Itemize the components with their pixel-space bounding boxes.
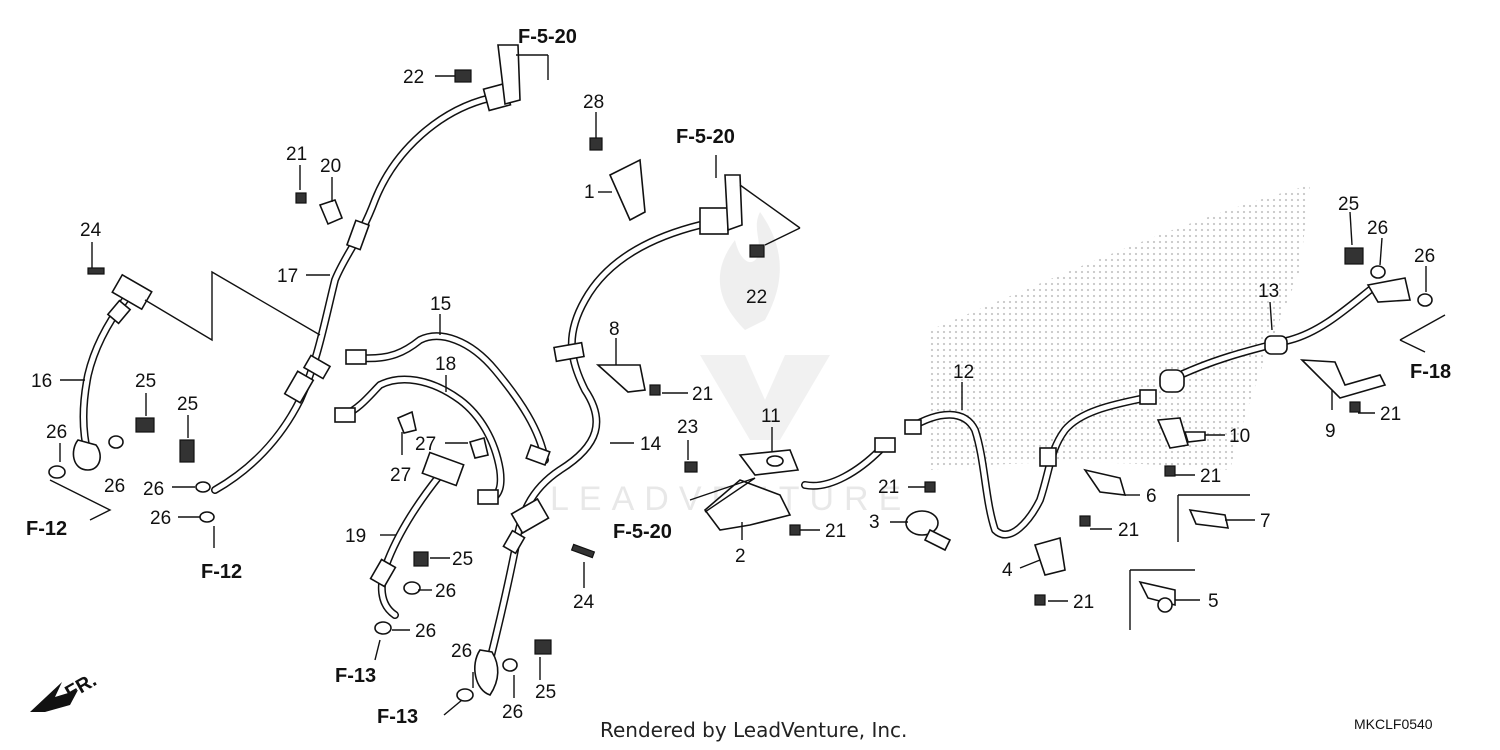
hose-15[interactable] — [345, 332, 551, 467]
callout-25b: 25 — [177, 394, 198, 415]
callout-10: 10 — [1229, 426, 1250, 447]
callout-5: 5 — [1208, 591, 1219, 612]
ref-f-12-left: F-12 — [26, 518, 67, 540]
clamp-part-10[interactable] — [1156, 417, 1206, 449]
callout-8: 8 — [609, 319, 620, 340]
callout-16: 16 — [31, 371, 52, 392]
callout-24b: 24 — [573, 592, 595, 613]
ref-f-5-20-lower: F-5-20 — [613, 521, 672, 543]
clamp-part-5[interactable] — [1138, 580, 1176, 613]
leader-lines — [49, 54, 1446, 716]
hose-12[interactable] — [801, 389, 1157, 539]
clip-part-20[interactable] — [318, 199, 344, 226]
callout-24a: 24 — [80, 220, 102, 241]
callout-26g: 26 — [451, 641, 472, 662]
callout-26d: 26 — [150, 508, 171, 529]
ref-f-12-center: F-12 — [201, 561, 242, 583]
callout-1: 1 — [584, 182, 595, 203]
diagram-code: MKCLF0540 — [1354, 716, 1433, 732]
callout-21g: 21 — [1073, 592, 1094, 613]
callout-26f: 26 — [415, 621, 436, 642]
callout-20: 20 — [320, 156, 341, 177]
hose-13[interactable] — [1159, 277, 1411, 393]
callout-14: 14 — [640, 434, 662, 455]
callout-25c: 25 — [452, 549, 473, 570]
callout-19: 19 — [345, 526, 366, 547]
callout-26h: 26 — [502, 702, 523, 723]
callout-26a: 26 — [46, 422, 67, 443]
callouts: 1 2 3 4 5 6 7 8 9 10 11 12 13 14 15 16 1… — [31, 67, 1435, 723]
hose-14[interactable] — [474, 174, 743, 696]
callout-26e: 26 — [435, 581, 456, 602]
bracket-part-9[interactable] — [1299, 359, 1387, 399]
clamp-part-7[interactable] — [1188, 509, 1230, 529]
callout-22b: 22 — [746, 287, 767, 308]
callout-15: 15 — [430, 294, 451, 315]
callout-28: 28 — [583, 92, 604, 113]
hose-17[interactable] — [211, 44, 521, 494]
callout-21i: 21 — [1080, 474, 1101, 495]
bracket-part-1[interactable] — [608, 158, 646, 222]
callout-25a: 25 — [135, 371, 156, 392]
callout-21e: 21 — [1118, 520, 1139, 541]
callout-17: 17 — [277, 266, 298, 287]
rendered-credit: Rendered by LeadVenture, Inc. — [600, 718, 908, 742]
section-references: F-5-20 F-5-20 F-5-20 F-12 F-12 F-13 F-13… — [26, 26, 1451, 728]
watermark-shading — [930, 185, 1310, 470]
callout-7: 7 — [1260, 511, 1271, 532]
bolts[interactable] — [48, 69, 1433, 702]
watermark-flame-icon — [719, 212, 780, 330]
callout-12: 12 — [953, 362, 974, 383]
callout-21d: 21 — [825, 521, 846, 542]
callout-27b: 27 — [390, 465, 411, 486]
hose-18[interactable] — [334, 375, 505, 505]
callout-25d: 25 — [535, 682, 556, 703]
callout-22a: 22 — [403, 67, 424, 88]
callout-9: 9 — [1325, 421, 1336, 442]
callout-23: 23 — [677, 417, 698, 438]
ref-f-13-upper: F-13 — [335, 665, 376, 687]
callout-6: 6 — [1146, 486, 1157, 507]
callout-18: 18 — [435, 354, 456, 375]
ref-f-18: F-18 — [1410, 361, 1451, 383]
watermark-v-icon — [700, 355, 830, 440]
callout-27a: 27 — [415, 434, 436, 455]
bracket-part-2[interactable] — [703, 479, 792, 531]
callout-26c: 26 — [143, 479, 164, 500]
clamp-part-4[interactable] — [1033, 536, 1066, 576]
ref-f-5-20-top: F-5-20 — [518, 26, 577, 48]
callout-3: 3 — [869, 512, 880, 533]
ref-f-13-lower: F-13 — [377, 706, 418, 728]
hose-16[interactable] — [72, 273, 153, 471]
clamp-part-3[interactable] — [905, 510, 952, 552]
callout-26j: 26 — [1414, 246, 1435, 267]
bracket-part-8[interactable] — [595, 364, 646, 393]
ref-f-5-20-center: F-5-20 — [676, 126, 735, 148]
callout-2: 2 — [735, 546, 746, 567]
callout-21b: 21 — [692, 384, 713, 405]
callout-26b: 26 — [104, 476, 125, 497]
callout-25e: 25 — [1338, 194, 1359, 215]
callout-13: 13 — [1258, 281, 1279, 302]
hose-19[interactable] — [369, 451, 465, 619]
front-direction-arrow: FR. — [30, 669, 100, 712]
callout-21c: 21 — [878, 477, 899, 498]
bracket-part-11[interactable] — [738, 449, 800, 476]
callout-11: 11 — [761, 406, 781, 427]
callout-21a: 21 — [286, 144, 307, 165]
callout-21h: 21 — [1380, 404, 1401, 425]
callout-4: 4 — [1002, 560, 1013, 581]
callout-21f: 21 — [1200, 466, 1221, 487]
callout-26i: 26 — [1367, 218, 1388, 239]
